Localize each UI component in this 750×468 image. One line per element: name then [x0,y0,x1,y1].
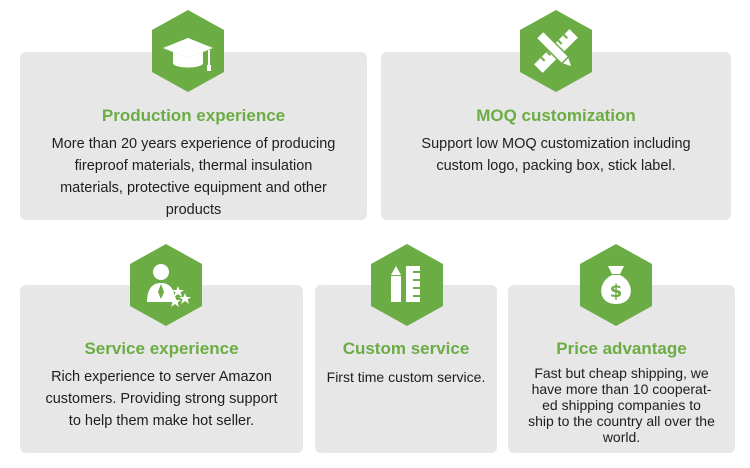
graduation-cap-icon [149,8,227,94]
card-title: Production experience [101,106,286,125]
card-title: Price advantage [556,339,687,358]
card-description: Rich experience to server Amazon custome… [45,369,278,429]
card-description: Support low MOQ customization including … [421,136,691,174]
card-description: Fast but cheap shipping, we have more th… [528,365,715,445]
pencil-ruler-icon [368,242,446,328]
card-description: First time custom service. [326,369,486,385]
svg-text:$: $ [610,281,623,302]
card-title: MOQ customization [476,106,636,125]
money-bag-icon: $ [577,242,655,328]
card-description: More than 20 years experience of produci… [51,136,336,218]
user-stars-icon [127,242,205,328]
card-title: Service experience [84,339,239,358]
pencil-ruler-icon [517,8,595,94]
card-title: Custom service [342,339,470,358]
